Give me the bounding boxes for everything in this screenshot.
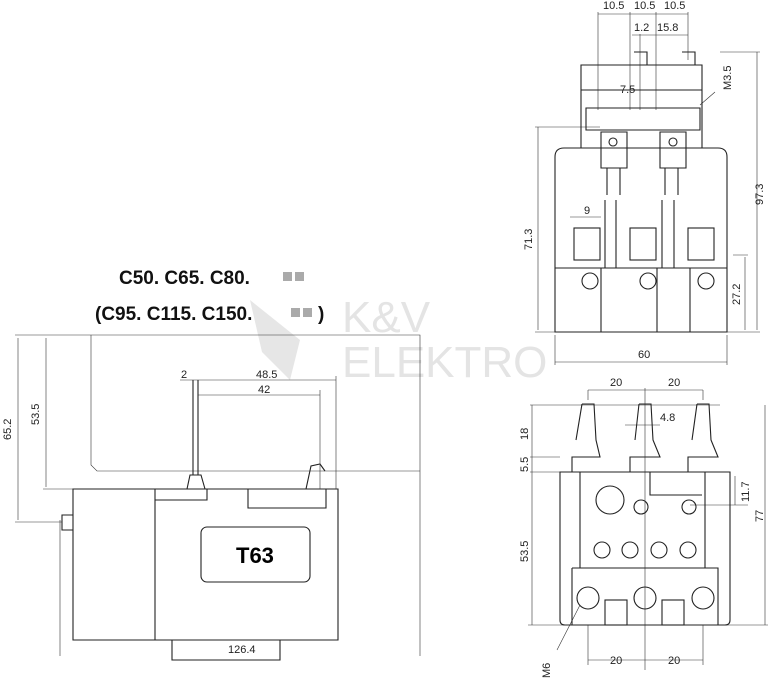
svg-text:11.7: 11.7: [740, 481, 752, 502]
svg-text:77: 77: [754, 510, 766, 522]
svg-text:20: 20: [668, 377, 680, 389]
title-line-1: C50. C65. C80.: [119, 268, 250, 289]
model-label-box: [200, 526, 311, 583]
watermark-logo: K&V ELEKTRO: [250, 293, 547, 387]
svg-text:2: 2: [181, 369, 187, 381]
title-line-2: (C95. C115. C150.: [95, 304, 252, 325]
svg-text:53.5: 53.5: [30, 404, 42, 425]
svg-text:5.5: 5.5: [519, 457, 531, 472]
svg-text:10.5: 10.5: [664, 0, 685, 12]
svg-text:10.5: 10.5: [634, 0, 655, 12]
svg-text:15.8: 15.8: [657, 22, 678, 34]
front-view: 10.5 10.5 10.5 1.2 15.8 7.5 M3.5 97.3 71…: [523, 0, 766, 365]
model-label: T63: [236, 543, 274, 568]
svg-text:65.2: 65.2: [2, 419, 14, 440]
svg-text:4.8: 4.8: [660, 412, 675, 424]
svg-text:ELEKTRO: ELEKTRO: [342, 338, 547, 387]
svg-text:20: 20: [610, 377, 622, 389]
svg-text:M3.5: M3.5: [722, 66, 734, 90]
svg-text:20: 20: [668, 655, 680, 667]
terminal-screws: [573, 137, 715, 290]
svg-text:27.2: 27.2: [731, 284, 743, 305]
svg-text:126.4: 126.4: [228, 644, 256, 656]
svg-text:42: 42: [258, 384, 270, 396]
svg-text:97.3: 97.3: [754, 184, 766, 205]
svg-text:M6: M6: [541, 663, 553, 678]
svg-text:20: 20: [610, 655, 622, 667]
svg-text:71.3: 71.3: [523, 229, 535, 250]
svg-text:7.5: 7.5: [620, 84, 635, 96]
svg-text:10.5: 10.5: [603, 0, 624, 12]
svg-text:K&V: K&V: [342, 293, 431, 342]
mounting-screws: [576, 485, 715, 626]
svg-text:): ): [318, 304, 324, 325]
svg-text:1.2: 1.2: [634, 22, 649, 34]
svg-text:60: 60: [638, 349, 650, 361]
svg-text:48.5: 48.5: [256, 369, 277, 381]
bottom-view: 20 20 4.8 18 5.5 11.7 53.5 77 20 20 M6: [519, 377, 768, 678]
svg-text:9: 9: [584, 205, 590, 217]
side-view: T63 65.2 53.5 2 48.5 42 126.4: [2, 334, 421, 661]
svg-text:53.5: 53.5: [519, 541, 531, 562]
svg-text:18: 18: [519, 428, 531, 440]
